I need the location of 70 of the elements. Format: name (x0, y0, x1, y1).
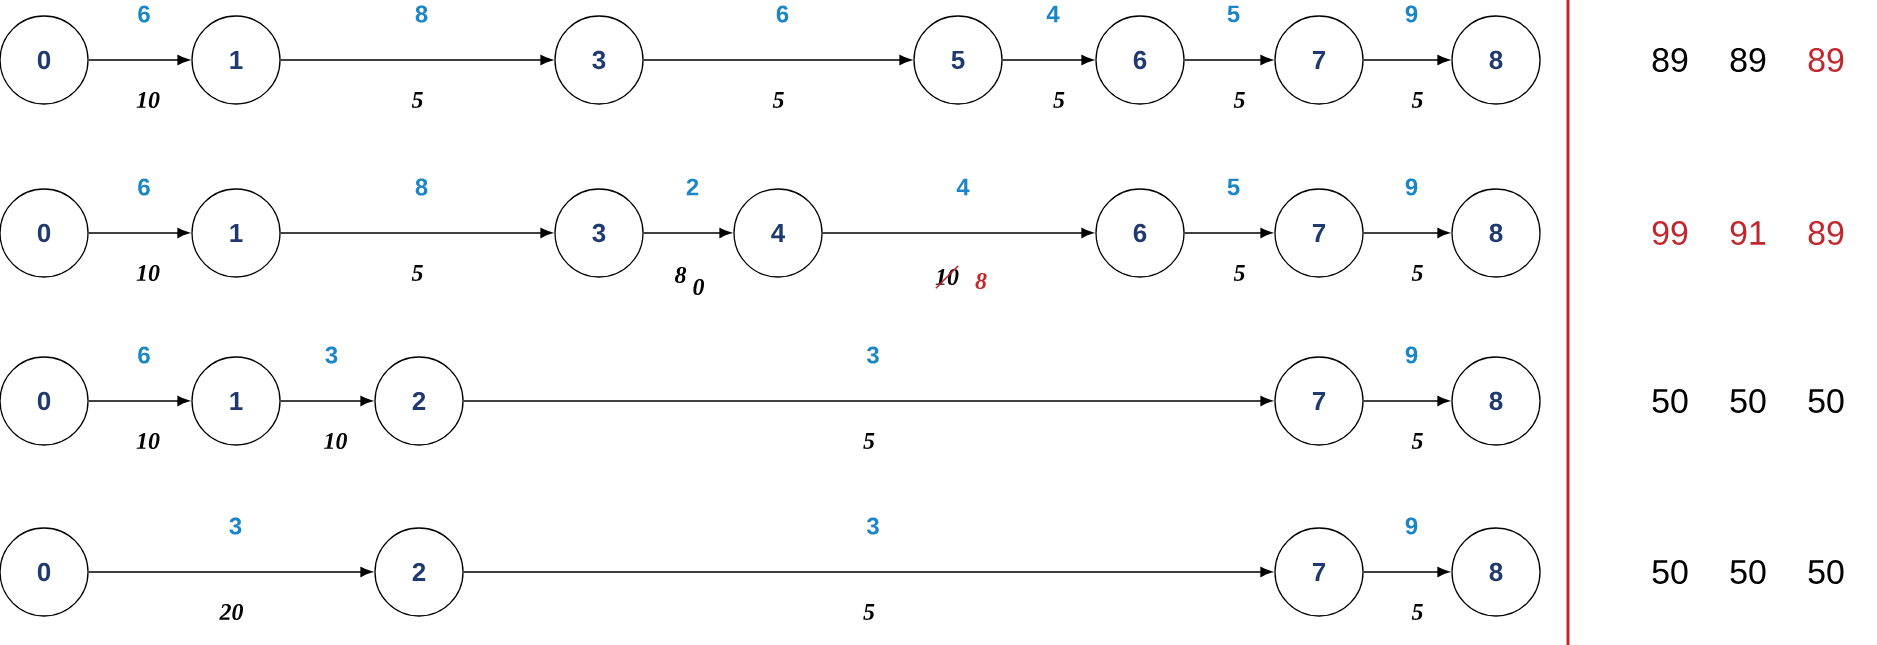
edge-label: 3 (325, 346, 338, 364)
duration-number: 5 (863, 604, 875, 620)
duration-number: 10 (324, 432, 348, 450)
edge-label: 4 (1046, 5, 1060, 23)
result-value: 99 (1652, 221, 1688, 245)
duration-number: 8 (975, 272, 987, 290)
duration-number: 5 (1411, 604, 1423, 620)
result-value: 89 (1808, 221, 1844, 245)
arrow (643, 55, 912, 65)
arrow (1002, 55, 1094, 65)
edge-label: 6 (138, 5, 150, 23)
duration-number: 5 (1411, 92, 1423, 108)
result-value: 89 (1808, 48, 1844, 72)
edge-label: 6 (776, 5, 789, 23)
result-value: 50 (1730, 389, 1766, 413)
duration-number: 5 (863, 433, 875, 449)
duration-number: 5 (411, 265, 423, 281)
duration-number: 0 (693, 278, 705, 296)
duration-number: 5 (1233, 92, 1245, 108)
duration-number: 5 (1053, 92, 1065, 108)
arrow (822, 228, 1094, 238)
edge-label: 9 (1405, 178, 1418, 196)
arrow (1184, 55, 1273, 65)
result-value: 89 (1652, 48, 1688, 72)
edge-label: 3 (866, 346, 879, 364)
result-value: 50 (1730, 560, 1766, 584)
result-value: 50 (1652, 389, 1688, 413)
duration-number: 20 (219, 603, 244, 621)
edge-label: 6 (138, 346, 150, 364)
arrow (88, 55, 190, 65)
edge-label: 5 (1227, 178, 1240, 196)
edge-label: 9 (1405, 5, 1418, 23)
result-value: 89 (1730, 48, 1766, 72)
edge-label: 9 (1405, 346, 1418, 364)
arrow (1363, 55, 1450, 65)
edge-label: 5 (1227, 5, 1240, 23)
edge-label: 6 (138, 178, 150, 196)
arrow (1363, 567, 1450, 577)
duration-number: 5 (772, 92, 784, 108)
result-value: 50 (1808, 389, 1844, 413)
edge-label: 3 (229, 517, 242, 535)
arrow (280, 55, 553, 65)
duration-number: 5 (1233, 265, 1245, 281)
arrow (463, 396, 1273, 406)
arrow (88, 396, 190, 406)
arrow (88, 228, 190, 238)
edge-label: 8 (415, 178, 428, 196)
duration-number: 5 (411, 92, 423, 108)
edge-label: 9 (1405, 517, 1418, 535)
duration-number: 5 (1411, 433, 1423, 449)
arrow (1363, 228, 1450, 238)
result-value: 50 (1808, 560, 1844, 584)
edge-label: 2 (686, 178, 699, 196)
duration-number: 10 (136, 432, 160, 450)
duration-number: 8 (674, 266, 687, 284)
arrow (1363, 396, 1450, 406)
duration-number: 10 (136, 264, 160, 282)
arrow (280, 228, 553, 238)
arrow (1184, 228, 1273, 238)
edge-label: 3 (866, 517, 879, 535)
arrow (280, 396, 373, 406)
arrow (88, 567, 373, 577)
edge-label: 4 (956, 178, 970, 196)
arrow (463, 567, 1273, 577)
duration-number: 5 (1411, 265, 1423, 281)
duration-number: 10 (136, 91, 160, 109)
edge-label: 8 (415, 5, 428, 23)
result-value: 50 (1652, 560, 1688, 584)
arrow (643, 228, 732, 238)
result-value: 91 (1730, 221, 1766, 245)
